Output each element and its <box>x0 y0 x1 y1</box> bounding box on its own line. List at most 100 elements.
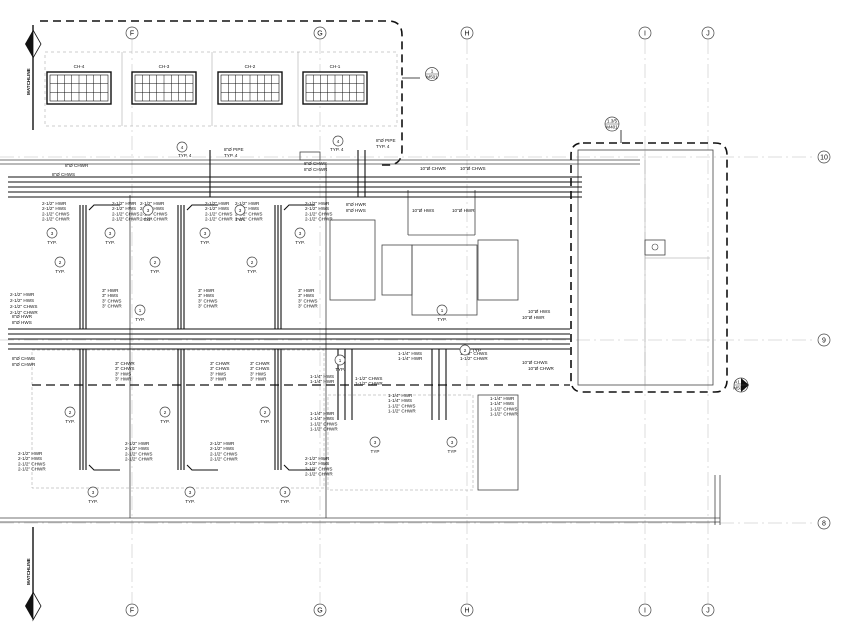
callout-typ: TYP. <box>437 317 447 322</box>
pipe-label: 1-1/4" HWR <box>310 411 335 416</box>
pipe-label: 1-1/4" HWS <box>310 374 334 379</box>
pipe-label: 8"Ø HWR <box>12 314 33 319</box>
pipe-label: 8"Ø CHWR <box>65 163 89 168</box>
callout-number: 2 <box>154 260 157 265</box>
mid-pipe-labels: 10"Ø HWS 10"Ø HWR 10"Ø CHWS 10"Ø CHWR 8"… <box>10 292 555 371</box>
callout-typ: TYP. <box>150 269 160 274</box>
pipe-label: 3" CHWS <box>298 298 318 303</box>
pipe-label: 1-1/2" CHWR <box>490 412 518 417</box>
pipe-label: 2-1/2" CHWS <box>205 211 232 216</box>
svg-text:A1.2: A1.2 <box>734 380 744 385</box>
callout-label: TYP. 4 <box>330 147 344 152</box>
pipe-label: 1-1/4" HWS <box>398 351 422 356</box>
callout-number: 3 <box>109 231 112 236</box>
pipe-label: 2-1/2" CHWS <box>305 466 332 471</box>
pipe-label: 3" HWS <box>198 293 214 298</box>
pipe-label: 2-1/2" CHWS <box>140 211 167 216</box>
pipe-label: 10"Ø CHWS <box>460 166 486 171</box>
callout-number: 2 <box>164 410 167 415</box>
pipe-label: 1-1/2" CHWR <box>355 381 383 386</box>
pipe-label: 2-1/2" HWS <box>42 206 66 211</box>
pipe-label: 2-1/2" CHWR <box>210 457 238 462</box>
callout-number: 3 <box>299 231 302 236</box>
pipe-label: 3" HWR <box>250 377 267 382</box>
matchline-label: MATCHLINE <box>26 68 31 95</box>
callout-number: 3 <box>239 208 242 213</box>
callout-typ: TYP. <box>105 240 115 245</box>
callout-typ: TYP <box>472 348 481 353</box>
pipe-label: 3" CHWR <box>250 361 270 366</box>
pipe-label: 8"Ø HWR <box>346 202 367 207</box>
callout-number: 3 <box>374 440 377 445</box>
callout-number: 2 <box>251 260 254 265</box>
chiller-label: CH-3 <box>159 64 170 69</box>
callout-typ: TYP. <box>235 217 245 222</box>
pipe-label: 1-1/4" HWS <box>490 401 514 406</box>
room-interior <box>577 149 714 386</box>
pipe-label: 3" CHWR <box>210 361 230 366</box>
pipe-label: 2-1/2" CHWR <box>10 310 38 315</box>
grid-label: I <box>644 31 646 38</box>
callout-number: 2 <box>59 260 62 265</box>
callout-typ: TYP. <box>160 419 170 424</box>
pipe-label: 2-1/2" CHWR <box>305 472 333 477</box>
callout-number: 3 <box>451 440 454 445</box>
pipe-label: 2-1/2" CHWS <box>112 211 139 216</box>
pipe-label: 3" HWS <box>210 371 226 376</box>
callout-typ: TYP <box>371 449 380 454</box>
chiller-label: CH-2 <box>245 64 256 69</box>
callout-typ: TYP. <box>200 240 210 245</box>
pipe-label: 3" HWS <box>102 293 118 298</box>
pipe-label: 2-1/2" CHWS <box>235 211 262 216</box>
pipe-label: 3" HWS <box>250 371 266 376</box>
pipe-label: 2-1/2" CHWR <box>18 467 46 472</box>
chiller-label: CH-4 <box>74 64 85 69</box>
svg-text:1.3/5: 1.3/5 <box>607 119 618 124</box>
pipe-label: 2-1/2" CHWR <box>125 457 153 462</box>
chiller-unit: CH-4 <box>46 64 112 105</box>
callout-number: 3 <box>204 231 207 236</box>
pipe-label: 2-1/2" CHWR <box>235 217 263 222</box>
pipe-label: 10"Ø HWS <box>528 309 550 314</box>
callout-typ: TYP. <box>65 419 75 424</box>
callout-number: 2 <box>69 410 72 415</box>
chiller-unit: CH-1 <box>302 64 368 105</box>
pipe-label: 2-1/2" CHWR <box>140 217 168 222</box>
grid-label: F <box>130 608 134 615</box>
callouts: 3TYP.3TYP.3TYP.3TYP.3TYP.3TYP.2TYP.2TYP.… <box>46 135 481 504</box>
grid-label: J <box>706 31 710 38</box>
matchline-label: MATCHLINE <box>26 558 31 585</box>
pipe-label: 2-1/2" CHWR <box>42 217 70 222</box>
callout-number: 1 <box>139 308 142 313</box>
callout-number: 2 <box>264 410 267 415</box>
callout-typ: TYP <box>448 449 457 454</box>
pipe-label: 2-1/2" CHWS <box>305 211 332 216</box>
pipe-label: 2-1/2" CHWS <box>125 451 152 456</box>
pipe-label: 3" CHWS <box>115 366 135 371</box>
pipe-label: 1-1/4" HWS <box>388 398 412 403</box>
pipe-label: 2-1/2" HWS <box>10 298 34 303</box>
pipe-label: 2-1/2" HWS <box>112 206 136 211</box>
pipe-label: 8"Ø HWS <box>346 208 366 213</box>
pipe-label: 2-1/2" HWR <box>112 201 137 206</box>
callout-typ: TYP. <box>295 240 305 245</box>
callout-typ: TYP. <box>47 240 57 245</box>
callout-number: 3 <box>51 231 54 236</box>
pipe-label: 2-1/2" HWR <box>305 456 330 461</box>
pipe-label: 3" HWS <box>298 293 314 298</box>
